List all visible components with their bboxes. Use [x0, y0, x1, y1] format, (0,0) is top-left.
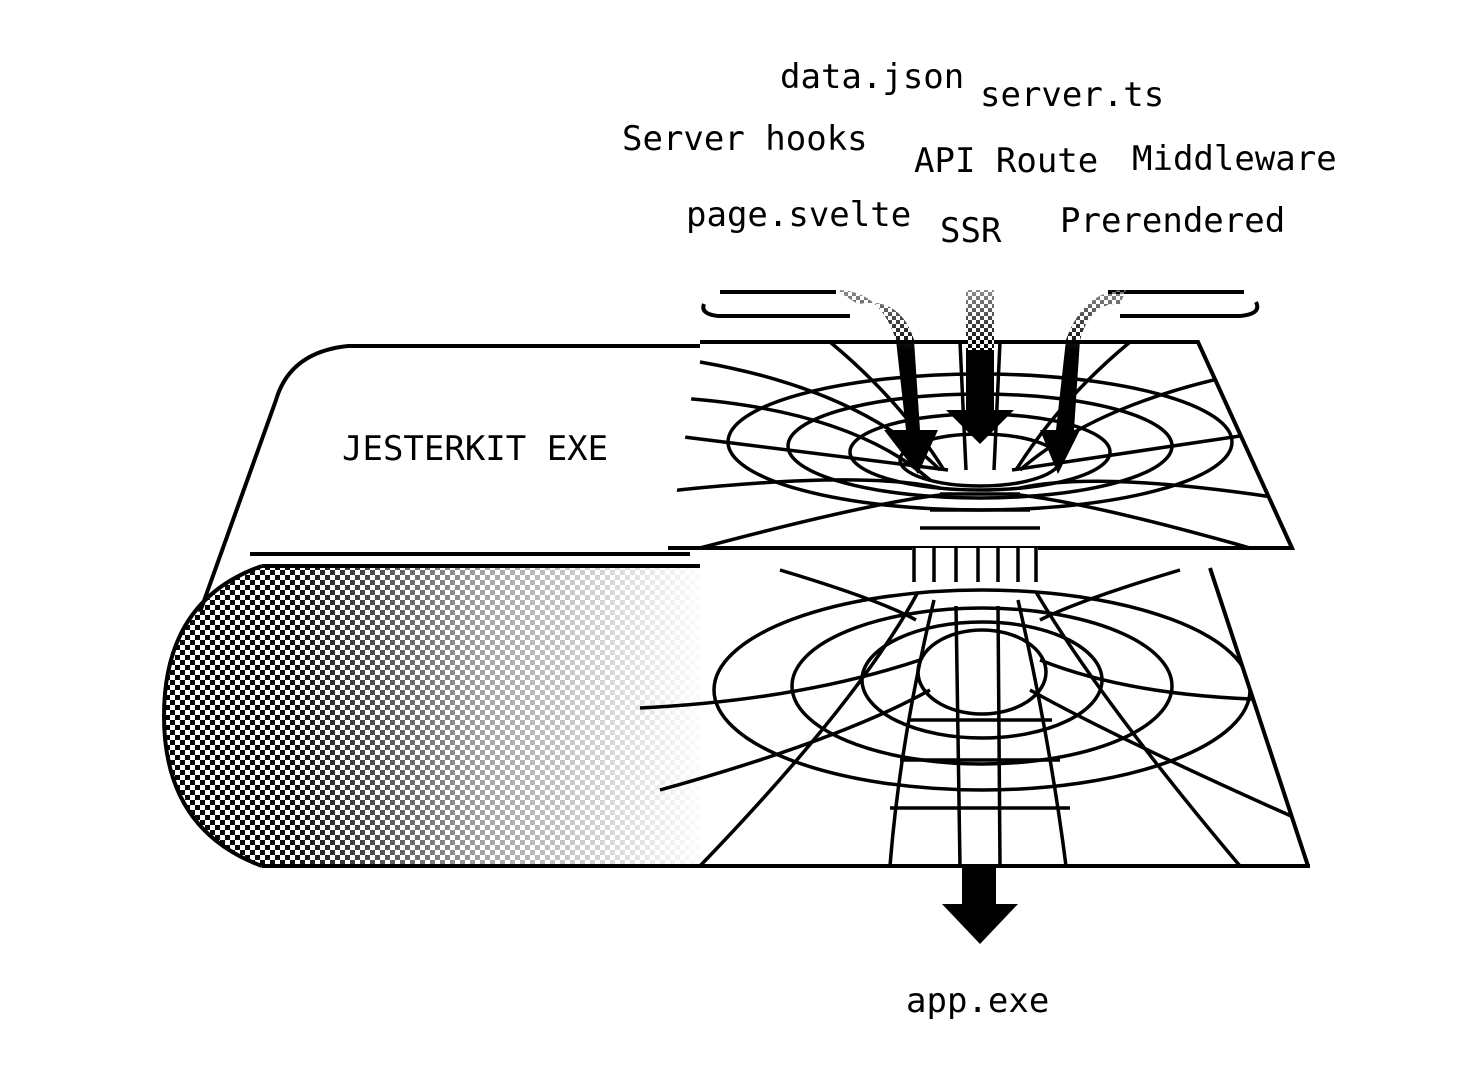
input-arrows [701, 290, 1260, 474]
bottom-wireframe-plane [640, 567, 1310, 867]
label-data-json: data.json [780, 57, 964, 97]
label-server-ts: server.ts [980, 75, 1164, 115]
brand-label: JESTERKIT EXE [342, 429, 608, 469]
input-labels: data.json server.ts Server hooks API Rou… [622, 57, 1337, 251]
label-api-route: API Route [914, 141, 1098, 181]
core-tube [912, 548, 1038, 582]
output-label: app.exe [906, 981, 1049, 1021]
machine-body [161, 344, 1310, 868]
label-middleware: Middleware [1132, 139, 1337, 179]
label-server-hooks: Server hooks [622, 119, 868, 159]
label-ssr: SSR [940, 211, 1002, 251]
label-page-svelte: page.svelte [686, 195, 911, 235]
label-prerendered: Prerendered [1060, 201, 1285, 241]
output-arrow-icon [942, 868, 1018, 944]
